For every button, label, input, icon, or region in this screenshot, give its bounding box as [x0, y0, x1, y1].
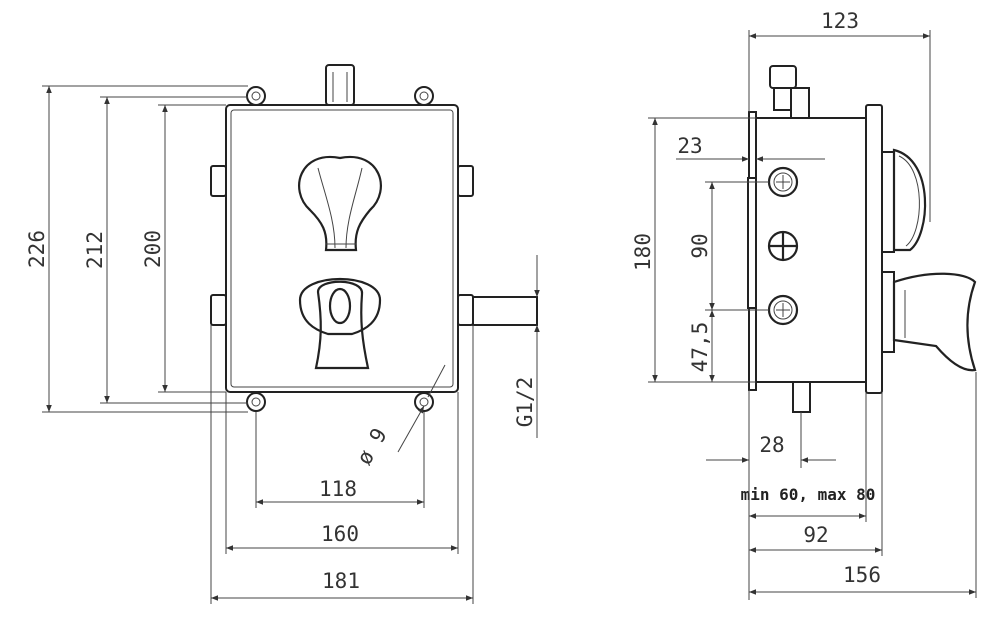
- side-ports: [767, 166, 799, 326]
- side-view: [747, 65, 977, 413]
- front-outlet-pipe: [472, 296, 538, 326]
- front-top-stem: [325, 64, 355, 106]
- dim-156: 156: [843, 563, 881, 587]
- dim-28: 28: [759, 433, 784, 457]
- front-diverter-handle: [298, 155, 382, 252]
- dim-diameter-9: ø 9: [352, 424, 392, 469]
- dim-90: 90: [688, 233, 712, 258]
- dim-226: 226: [25, 230, 49, 268]
- dim-g1-2: G1/2: [513, 377, 537, 428]
- dim-92: 92: [803, 523, 828, 547]
- side-cover-plate: [865, 104, 883, 394]
- side-diverter-handle: [881, 148, 927, 253]
- dim-181: 181: [322, 569, 360, 593]
- front-stub-right-top: [457, 165, 474, 197]
- front-view: [210, 64, 538, 412]
- dim-200: 200: [141, 230, 165, 268]
- dim-min-max-label: min 60, max 80: [741, 485, 876, 504]
- side-mixer-handle: [881, 271, 977, 372]
- front-cover-plate: [225, 104, 459, 393]
- dim-160: 160: [321, 522, 359, 546]
- side-dimensions: 123 23 180 90 47,5 28 min 60, max 80 92: [631, 9, 977, 600]
- front-stub-left-top: [210, 165, 227, 197]
- dim-47-5: 47,5: [688, 322, 712, 373]
- dim-212: 212: [83, 231, 107, 269]
- dim-123: 123: [821, 9, 859, 33]
- front-mixer-handle: [298, 277, 382, 370]
- side-bottom-fitting: [792, 381, 811, 413]
- dim-118: 118: [319, 477, 357, 501]
- dim-23: 23: [677, 134, 702, 158]
- front-stub-right-bottom: [457, 294, 474, 326]
- side-body: [755, 117, 867, 383]
- side-top-fitting: [769, 65, 797, 89]
- dim-180: 180: [631, 233, 655, 271]
- front-stub-left-bottom: [210, 294, 227, 326]
